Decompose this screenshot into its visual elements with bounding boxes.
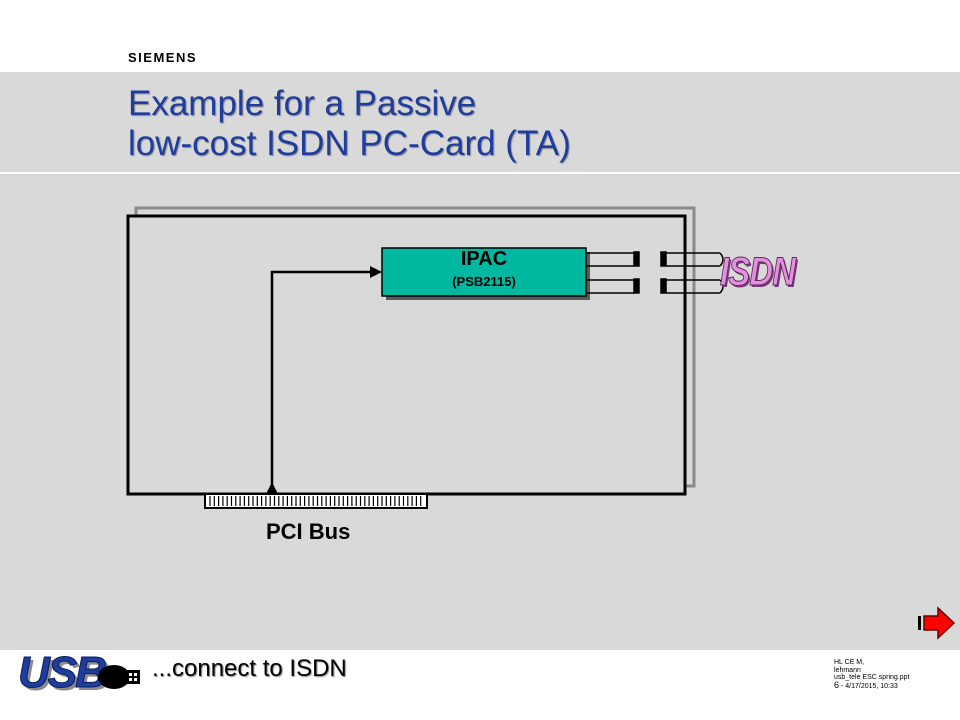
usb-logo: USB: [18, 648, 108, 698]
slide-subtitle: ...connect to ISDN: [152, 655, 347, 682]
next-slide-arrow-icon[interactable]: [918, 606, 956, 640]
pci-bus-label: PCI Bus: [266, 519, 351, 544]
slide-footer: HL CE M, lehmann usb_tele ESC spring.ppt…: [834, 659, 910, 690]
page-number: 6: [834, 679, 840, 690]
isdn-interface-lines: [586, 251, 724, 294]
pci-connector: [204, 493, 428, 509]
title-divider: [0, 172, 960, 174]
footer-line-1: HL CE M,: [834, 659, 865, 666]
chip-part-label: (PSB2115): [452, 274, 516, 289]
usb-plug-icon: [98, 665, 140, 689]
chip-name-label: IPAC: [460, 248, 508, 270]
slide-title: Example for a Passive low-cost ISDN PC-C…: [128, 84, 571, 164]
isdn-label: ISDN: [720, 250, 797, 295]
footer-line-3: usb_tele ESC spring.ppt: [834, 674, 910, 681]
slide-title-line-1: Example for a Passive: [128, 84, 477, 123]
title-band: [0, 72, 960, 172]
bus-connection-arrow: [266, 266, 382, 494]
footer-page-line: 6 - 4/17/2015, 10:33: [834, 679, 910, 691]
ipac-chip: [381, 247, 587, 297]
footer-date: - 4/17/2015, 10:33: [840, 682, 898, 690]
slide-title-line-2: low-cost ISDN PC-Card (TA): [128, 124, 571, 163]
footer-line-2: lehmann: [834, 666, 861, 674]
siemens-logo: SIEMENS: [128, 50, 198, 65]
